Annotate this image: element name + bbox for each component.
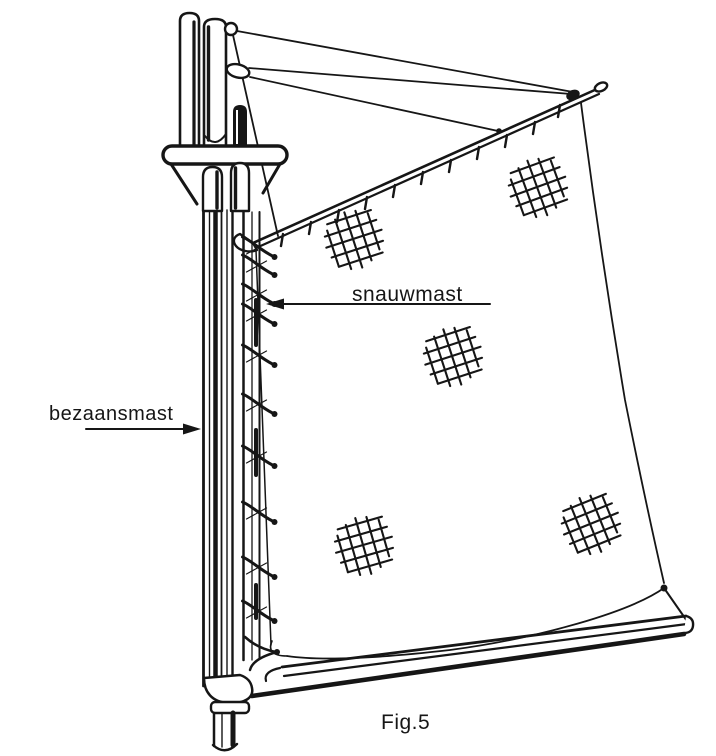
topmast-pole xyxy=(178,11,201,150)
peak-halyard-line xyxy=(248,67,572,95)
peak-bridle-line xyxy=(249,76,499,132)
bezaansmast-label: bezaansmast xyxy=(49,403,173,425)
cap-skirt-left xyxy=(169,162,199,206)
gaff-sail xyxy=(255,102,688,660)
sail-luff-edge xyxy=(255,249,272,646)
gaff-lacing-marks xyxy=(279,103,562,248)
gaff-upper-edge xyxy=(251,87,599,245)
mast-cap-plate xyxy=(161,144,289,166)
masthead-assembly xyxy=(161,11,289,213)
topping-lift-line xyxy=(236,30,574,93)
snauwmast-label: snauwmast xyxy=(352,283,463,306)
boom-spar xyxy=(202,614,695,705)
sail-leech-edge xyxy=(580,102,665,584)
sail-patch xyxy=(500,149,577,226)
gaff-spar xyxy=(232,81,609,672)
boom-jaw-inner xyxy=(264,666,282,683)
gaff-lower-edge xyxy=(254,92,601,250)
tack-lashing xyxy=(243,635,278,654)
snauwmast-head xyxy=(233,105,247,147)
cap-skirt-right xyxy=(261,162,282,195)
gaff-tip-eye xyxy=(593,81,609,93)
lower-mast-cheek-right xyxy=(229,161,251,213)
boom-tip xyxy=(683,614,695,635)
bezaansmast-arrow-head-icon xyxy=(183,423,201,435)
sail-foot-edge xyxy=(286,587,665,660)
masthead-block xyxy=(225,62,251,80)
snauwmast-arrow-head-icon xyxy=(266,298,284,310)
gaff-jaw xyxy=(232,232,259,253)
boom-mid-line xyxy=(282,622,689,678)
mast-foot-tip xyxy=(211,742,239,752)
mast-foot xyxy=(209,700,251,752)
figure-caption: Fig.5 xyxy=(381,711,430,734)
sail-lacing-hoops xyxy=(241,235,280,655)
boom-jaw-upper xyxy=(248,650,279,672)
mast-foot-collar xyxy=(209,700,251,715)
masthead-heel-arch xyxy=(204,133,227,143)
boom-saddle xyxy=(202,673,254,705)
tack-lashing-dot xyxy=(274,649,280,655)
bezaansmast-body xyxy=(202,207,234,688)
sail-patch xyxy=(415,319,491,395)
annotations: snauwmast bezaansmast Fig.5 xyxy=(49,283,491,734)
sail-patch xyxy=(552,485,631,564)
boom-upper-edge xyxy=(280,614,688,669)
mast-truck xyxy=(223,21,239,37)
sail-patch xyxy=(316,202,392,278)
sail-patch xyxy=(327,508,402,583)
boom-lower-edge xyxy=(249,631,687,699)
lower-mast-cheek-left xyxy=(201,165,224,213)
gaff-peak-halyard-knot xyxy=(566,89,580,101)
